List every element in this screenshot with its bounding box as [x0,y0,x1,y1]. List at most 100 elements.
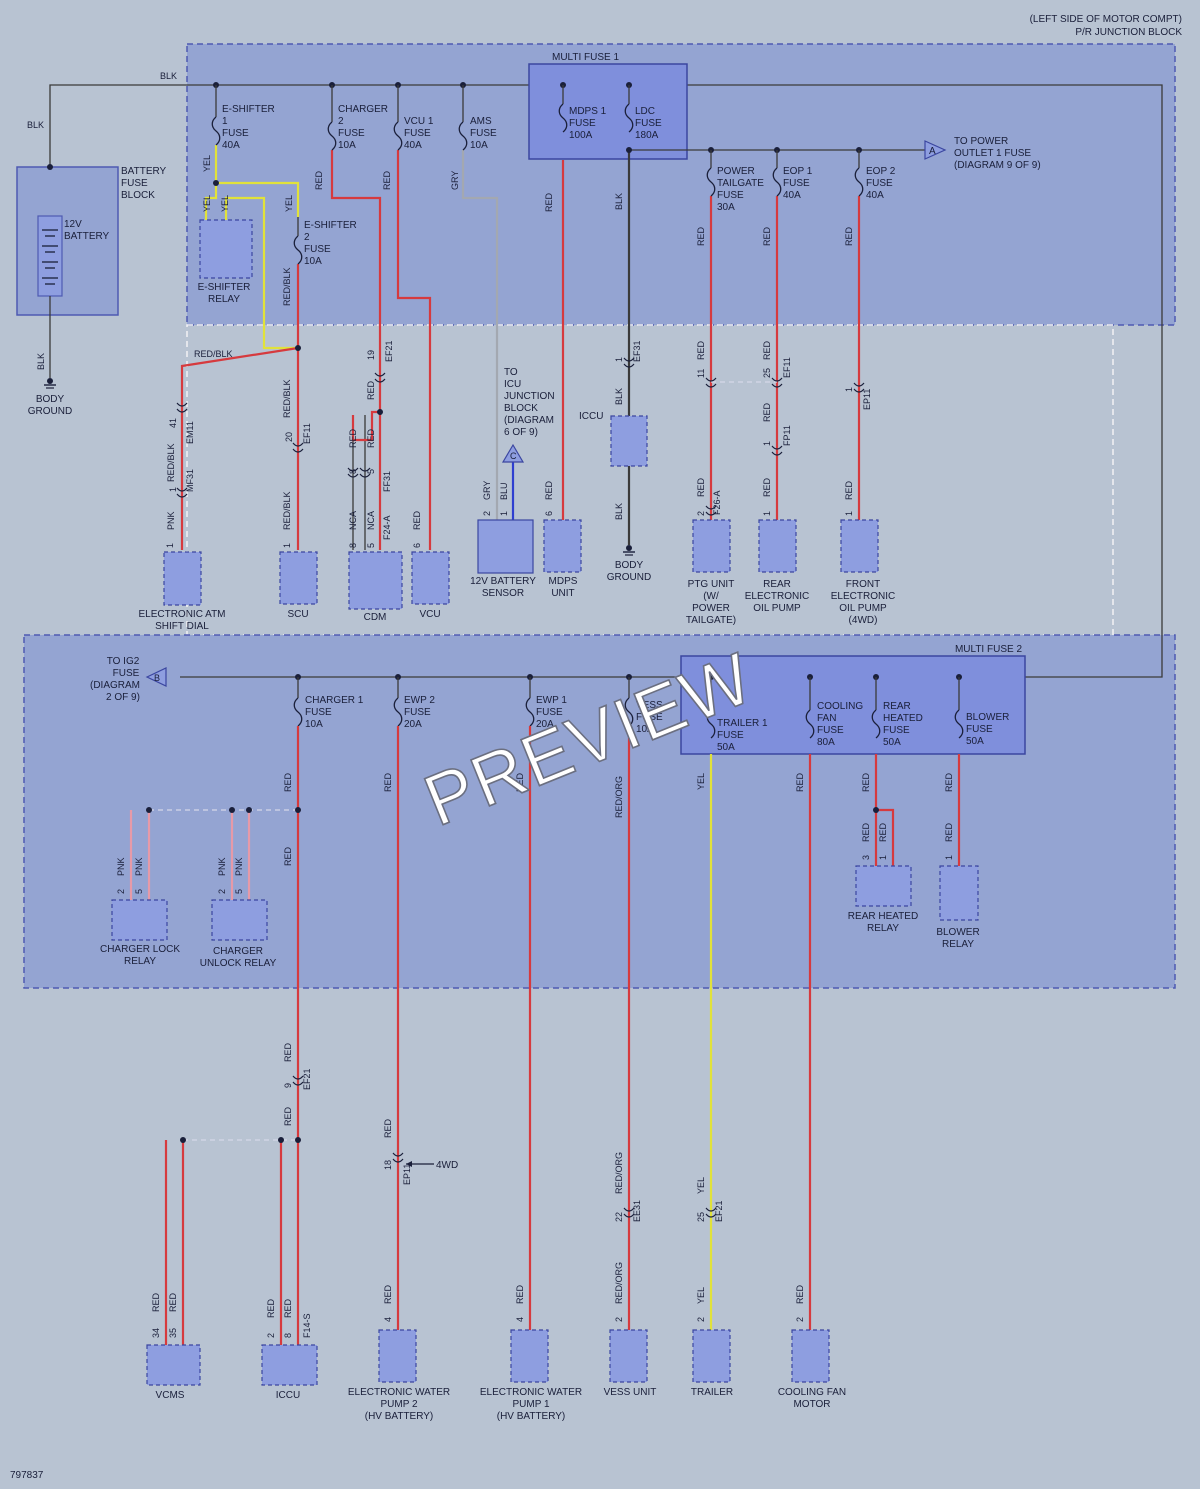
battery-fuse-block-label-1: BATTERY [121,166,167,177]
wl-yel-4: YEL [284,195,294,212]
ewp1-box [510,1329,549,1383]
blower-relay-label-1: BLOWER [936,927,979,938]
pin-2-lock: 2 [116,889,126,894]
pin-5-unlock: 5 [234,889,244,894]
pin-22: 22 [614,1212,624,1222]
ref-ig2-4: 2 OF 9) [106,692,140,703]
fuse-eshifter1-4: 40A [222,140,240,151]
pin-ptg-2: 2 [696,511,706,516]
conn-ef21-cdm: EF21 [384,340,394,362]
body-ground-left-2: GROUND [28,406,72,417]
header-block: P/R JUNCTION BLOCK [1075,27,1182,38]
wl-yel-trailer-3: YEL [696,1287,706,1304]
scu-box [279,551,318,605]
pin-4-ewp2: 4 [383,1317,393,1322]
fuse-eop1-2: FUSE [783,178,810,189]
header-location: (LEFT SIDE OF MOTOR COMPT) [1030,14,1182,25]
wl-red-vcms-2: RED [168,1292,178,1312]
conn-mf31: MF31 [185,469,195,492]
fuse-trailer1-1: TRAILER 1 [717,718,768,729]
charger-unlock-relay-label-1: CHARGER [213,946,263,957]
atm-dial-label-2: SHIFT DIAL [155,621,209,632]
rear-oil-pump-label-3: OIL PUMP [753,603,801,614]
fuse-ldc-2: FUSE [635,118,662,129]
pin-mdps-6: 6 [544,511,554,516]
front-oil-pump-label-1: FRONT [846,579,880,590]
cooling-fan-motor-box [791,1329,830,1383]
pin-atm-1: 1 [165,543,175,548]
multi-fuse-1 [528,63,688,160]
cooling-fan-motor-label-2: MOTOR [793,1399,830,1410]
battery-fuse-block-label-2: FUSE [121,178,148,189]
wl-red-heated-2: RED [861,822,871,842]
wl-red-cdm-2: RED [348,428,358,448]
battery-fuse-block: BATTERY FUSE BLOCK 12V BATTERY [16,166,167,316]
ewp2-label-1: ELECTRONIC WATER [348,1387,450,1398]
ptg-unit-box [692,519,731,573]
wl-gry-sensor: GRY [482,481,492,500]
fuse-eop1-1: EOP 1 [783,166,813,177]
wl-red-ewp1-1: RED [515,772,525,792]
wl-redblk-3: RED/BLK [282,379,292,418]
wl-pnk-unlock-1: PNK [217,857,227,876]
wl-red-iccu-1: RED [266,1298,276,1318]
vcu-label: VCU [419,609,440,620]
wire-blk-battery: BLK [27,120,44,130]
wl-red-vcms-1: RED [151,1292,161,1312]
wl-red-ewp2-3: RED [383,1284,393,1304]
battery-sensor-label-2: SENSOR [482,588,524,599]
fuse-eshifter2-4: 10A [304,256,322,267]
ref-c-marker [501,443,525,463]
fuse-rearheated-2: HEATED [883,713,923,724]
atm-dial-box [163,551,202,606]
fuse-cooling-4: 80A [817,737,835,748]
wl-red-eop1-4: RED [762,477,772,497]
ref-b-marker [145,667,167,687]
fuse-vess-1: VESS [636,700,663,711]
fuse-ldc-1: LDC [635,106,655,117]
ptg-unit-label-3: POWER [692,603,730,614]
pin-35: 35 [168,1328,178,1338]
wl-redblk-2: RED/BLK [194,349,233,359]
rear-heated-relay-box [855,865,912,907]
wl-red-cooling-2: RED [795,1284,805,1304]
wl-red-mdps: RED [544,192,554,212]
ewp1-label-3: (HV BATTERY) [497,1411,566,1422]
wl-red-ptg-2: RED [696,340,706,360]
wl-pnk-1: PNK [166,511,176,530]
wl-nca-2: NCA [366,511,376,530]
wl-pnk-lock-1: PNK [116,857,126,876]
fuse-blower-3: 50A [966,736,984,747]
wl-red-mdps-2: RED [544,480,554,500]
conn-ee31: EE31 [632,1200,642,1222]
blower-relay-box [939,865,979,921]
wl-red-cdm-3: RED [366,428,376,448]
wl-red-ptg-3: RED [696,477,706,497]
wl-red-heated-1: RED [861,772,871,792]
fuse-charger2-1: CHARGER [338,104,388,115]
wl-blu-sensor: BLU [499,482,509,500]
ref-icu-6: 6 OF 9) [504,427,538,438]
charger-unlock-relay-label-2: UNLOCK RELAY [200,958,277,969]
ref-icu-3: JUNCTION [504,391,555,402]
eshifter-relay-label-2: RELAY [208,294,240,305]
conn-ef31: EF31 [632,340,642,362]
wl-blk-iccu-1: BLK [614,388,624,405]
fuse-ewp2-3: 20A [404,719,422,730]
wl-redblk-5: RED/BLK [282,491,292,530]
pin-eop1-1: 1 [762,511,772,516]
fuse-eshifter1-2: 1 [222,116,228,127]
fuse-charger1-3: 10A [305,719,323,730]
pin-25-trailer: 25 [696,1212,706,1222]
conn-ff31: FF31 [382,471,392,492]
fuse-ptg-4: 30A [717,202,735,213]
blower-relay-label-2: RELAY [942,939,974,950]
eshifter-relay [199,219,253,279]
wl-blk-ldc: BLK [614,193,624,210]
fuse-trailer1-3: 50A [717,742,735,753]
fuse-ams-3: 10A [470,140,488,151]
wl-pnk-unlock-2: PNK [234,857,244,876]
fuse-ams-2: FUSE [470,128,497,139]
fuse-rearheated-3: FUSE [883,725,910,736]
pin-2-vess: 2 [614,1317,624,1322]
